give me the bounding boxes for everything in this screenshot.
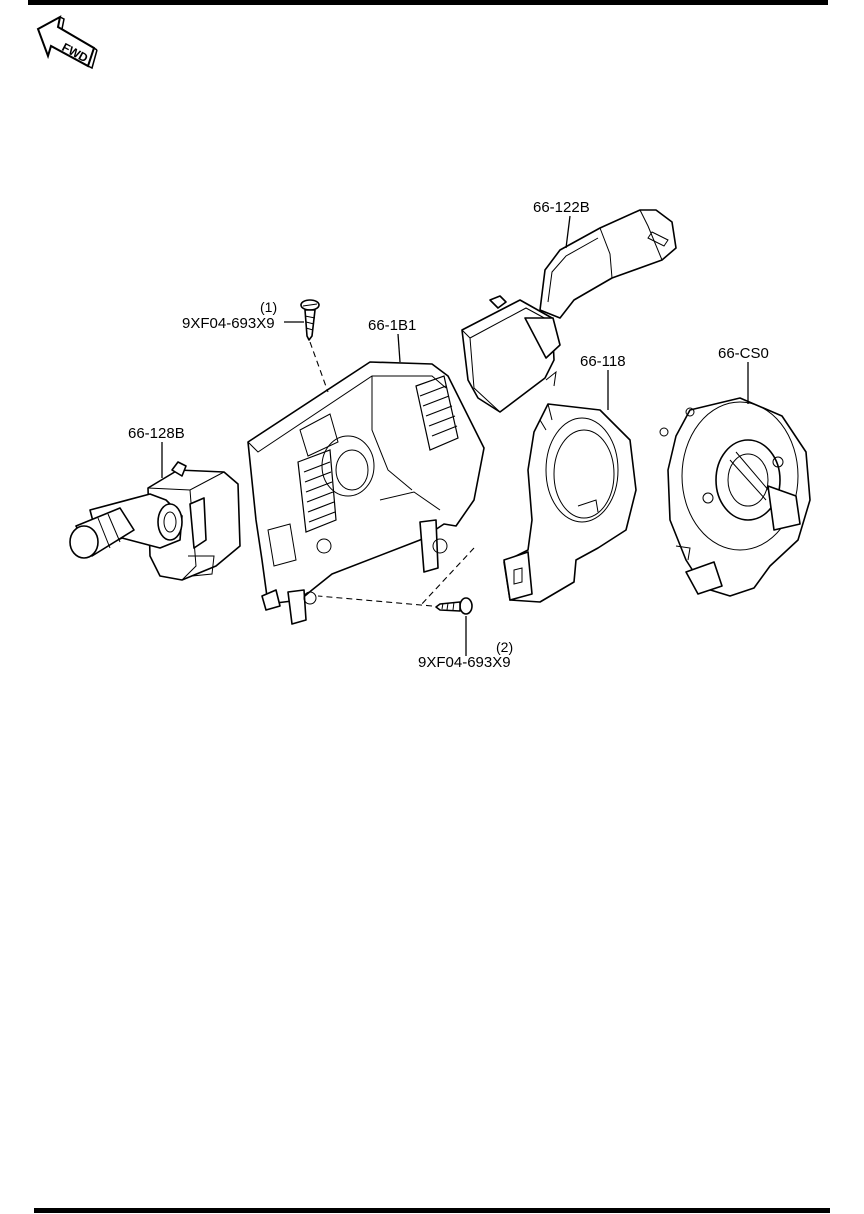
- clock-spring: [659, 397, 811, 597]
- combination-switch-body: [247, 361, 485, 625]
- wiper-lever-switch: [461, 209, 677, 413]
- leader-66-1b1: [397, 333, 401, 363]
- screw-1-guide-line: [309, 341, 329, 393]
- screw-2-guide-line: [317, 595, 433, 607]
- top-border-rule: [28, 0, 828, 5]
- screw-2-guide-line-b: [419, 547, 475, 607]
- steering-angle-sensor-ring: [503, 403, 637, 603]
- fwd-arrow-icon: FWD: [36, 15, 98, 70]
- label-screw-2-index: (2): [496, 639, 513, 655]
- label-66-1b1: 66-1B1: [368, 317, 416, 334]
- label-66-118: 66-118: [580, 353, 626, 370]
- label-screw-1-part: 9XF04-693X9: [182, 315, 275, 332]
- label-66-128b: 66-128B: [128, 425, 185, 442]
- leader-66-122b: [565, 215, 571, 249]
- label-66-122b: 66-122B: [533, 199, 590, 216]
- label-66-cs0: 66-CS0: [718, 345, 769, 362]
- screw-2-icon: [435, 597, 473, 615]
- bottom-border-rule: [34, 1208, 830, 1213]
- label-screw-2-part: 9XF04-693X9: [418, 654, 511, 671]
- screw-1-icon: [300, 299, 320, 341]
- label-screw-1-index: (1): [260, 299, 277, 315]
- headlight-lever-switch: [69, 461, 241, 581]
